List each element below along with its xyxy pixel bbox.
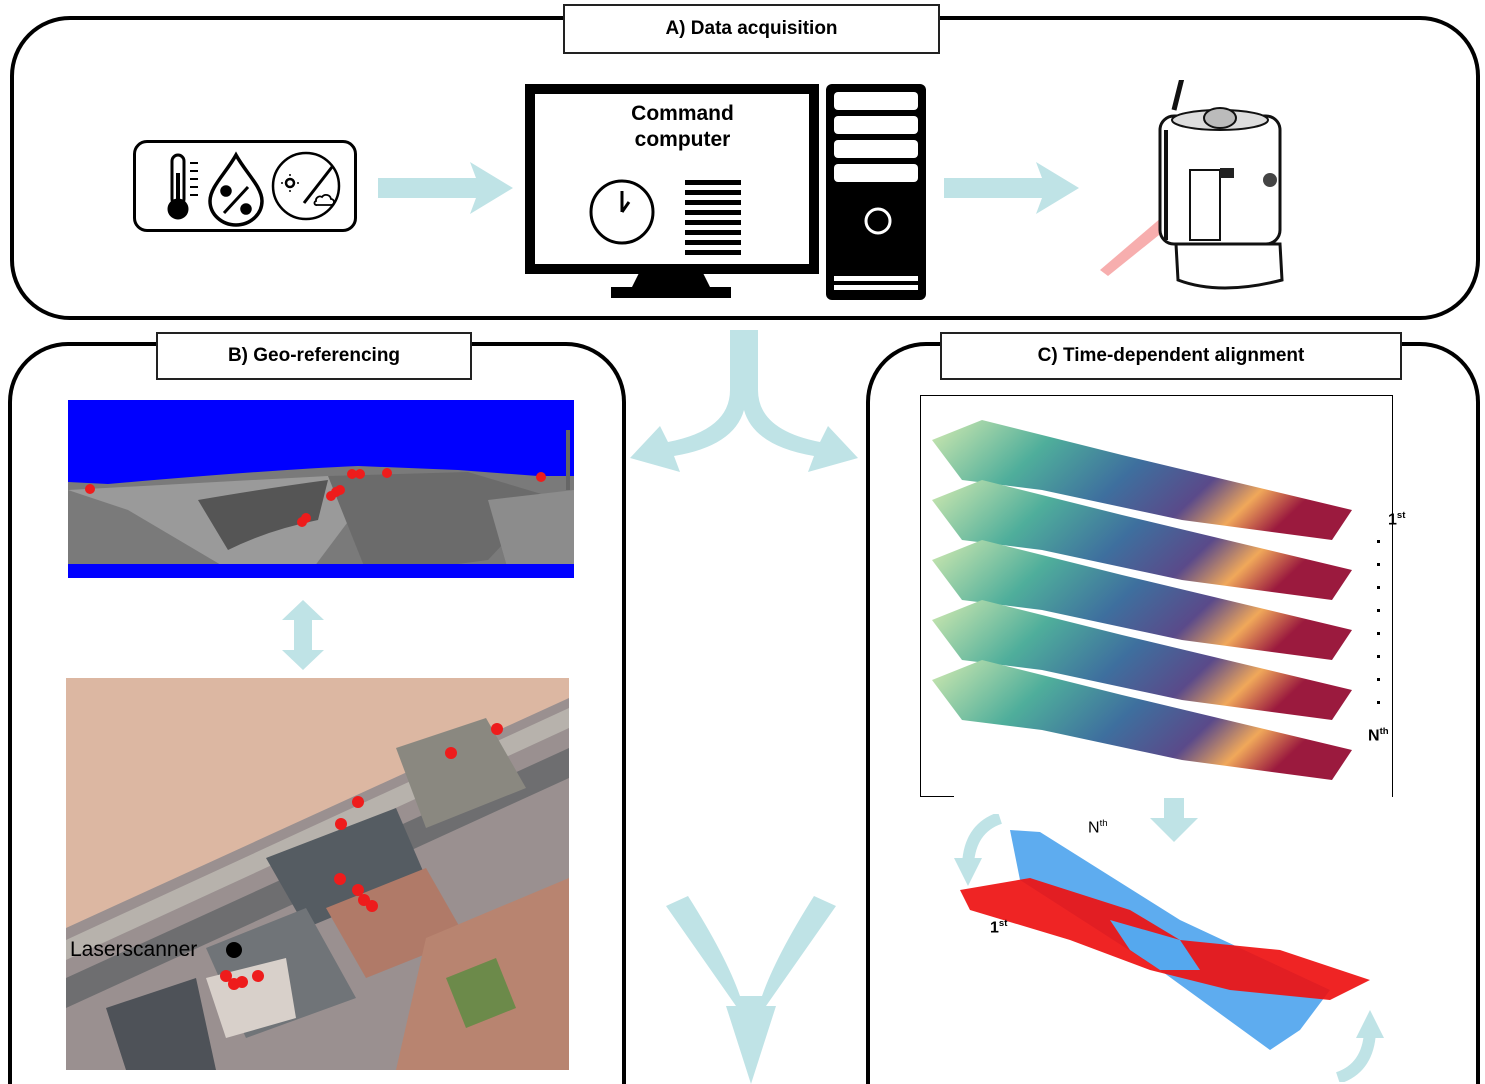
panorama-targets bbox=[85, 468, 546, 527]
epoch-dot bbox=[1377, 609, 1380, 612]
rotation-arrow-right bbox=[1336, 1010, 1384, 1082]
aligned-last-label: Nth bbox=[1088, 818, 1108, 837]
epoch-dot bbox=[1377, 632, 1380, 635]
epoch-dot bbox=[1377, 701, 1380, 704]
map-targets bbox=[220, 723, 503, 990]
epoch-layer bbox=[932, 420, 1352, 540]
server-tower-icon bbox=[826, 84, 926, 300]
thermometer-icon bbox=[167, 153, 198, 220]
epoch-dot bbox=[1377, 586, 1380, 589]
clock-icon bbox=[589, 179, 655, 245]
arrow-sensors-to-computer bbox=[378, 162, 513, 214]
arrow-computer-to-scanner bbox=[944, 162, 1079, 214]
sensor-box bbox=[133, 140, 357, 232]
epoch-first-label: 1st bbox=[1388, 510, 1406, 529]
double-arrow-vertical bbox=[282, 600, 324, 670]
rotation-arrow-left bbox=[954, 814, 1002, 886]
epoch-last-label: Nth bbox=[1368, 726, 1389, 745]
computer-label-line2: computer bbox=[634, 128, 731, 151]
panorama-image bbox=[68, 400, 574, 578]
epoch-dot bbox=[1377, 678, 1380, 681]
log-lines-icon bbox=[685, 180, 741, 255]
command-computer-monitor bbox=[525, 84, 819, 300]
laserscanner-label: Laserscanner bbox=[70, 938, 198, 961]
split-arrow bbox=[630, 330, 858, 472]
epoch-layer bbox=[932, 600, 1352, 720]
aligned-first-label: 1st bbox=[990, 918, 1008, 937]
epoch-dot bbox=[1377, 540, 1380, 543]
panel-a-title: A) Data acquisition bbox=[563, 4, 940, 54]
epoch-layer bbox=[932, 660, 1352, 780]
laser-scanner-icon bbox=[1100, 77, 1290, 300]
epoch-dots bbox=[1376, 540, 1384, 718]
epoch-layer bbox=[932, 540, 1352, 660]
sun-cloud-gauge-icon bbox=[271, 151, 341, 221]
epoch-layers bbox=[932, 420, 1352, 780]
merge-arrow bbox=[666, 896, 836, 1084]
epoch-dot bbox=[1377, 655, 1380, 658]
arrow-stack-to-alignment bbox=[1150, 798, 1198, 842]
panel-b-title: B) Geo-referencing bbox=[156, 332, 472, 380]
computer-label-line1: Command bbox=[631, 102, 734, 125]
epoch-dot bbox=[1377, 563, 1380, 566]
aligned-point-clouds bbox=[960, 830, 1370, 1050]
humidity-icon bbox=[208, 151, 264, 227]
epoch-layer bbox=[932, 480, 1352, 600]
epoch-stack-bottom-line bbox=[920, 796, 954, 797]
panel-c-title: C) Time-dependent alignment bbox=[940, 332, 1402, 380]
point-cloud-stack bbox=[932, 420, 1352, 780]
aerial-map-image bbox=[66, 678, 569, 1070]
epoch-stack-frame bbox=[920, 395, 1393, 797]
scanner-location-marker bbox=[226, 942, 242, 958]
